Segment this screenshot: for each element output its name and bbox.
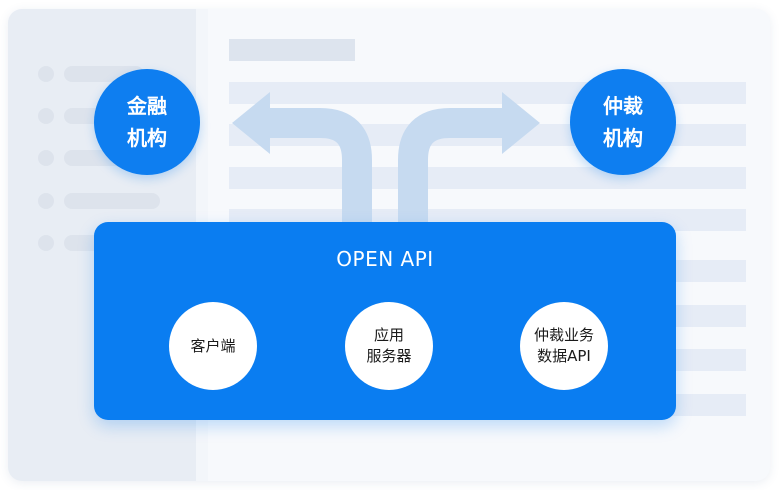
component-label-line2: 数据API [537, 347, 591, 365]
arbitration-institution-node: 仲裁 机构 [570, 69, 676, 175]
left-arrowhead [232, 92, 270, 154]
sidebar-line [64, 193, 160, 209]
component-label-line2: 服务器 [366, 347, 412, 365]
node-label-line1: 仲裁 [603, 94, 643, 118]
app-server-node: 应用 服务器 [345, 302, 433, 390]
component-label-line1: 仲裁业务 [533, 326, 594, 344]
sidebar-dot [38, 150, 54, 166]
financial-institution-node: 金融 机构 [94, 69, 200, 175]
open-api-title: OPEN API [336, 247, 434, 271]
sidebar-dot [38, 108, 54, 124]
content-heading-bar [229, 39, 355, 61]
left-arrow-icon [262, 108, 372, 230]
component-label-line1: 应用 [373, 326, 404, 344]
sidebar-dot [38, 193, 54, 209]
client-node: 客户端 [169, 302, 257, 390]
component-label-line1: 客户端 [190, 336, 236, 355]
node-label-line2: 机构 [127, 126, 167, 150]
sidebar-dot [38, 235, 54, 251]
node-label-line1: 金融 [127, 94, 167, 118]
arbitration-data-api-node: 仲裁业务 数据API [520, 302, 608, 390]
open-api-box: OPEN API 客户端 应用 服务器 仲裁业务 数据API [94, 222, 676, 420]
right-arrow-icon [398, 108, 508, 230]
sidebar-dot [38, 66, 54, 82]
node-label-line2: 机构 [603, 126, 643, 150]
right-arrowhead [502, 92, 540, 154]
